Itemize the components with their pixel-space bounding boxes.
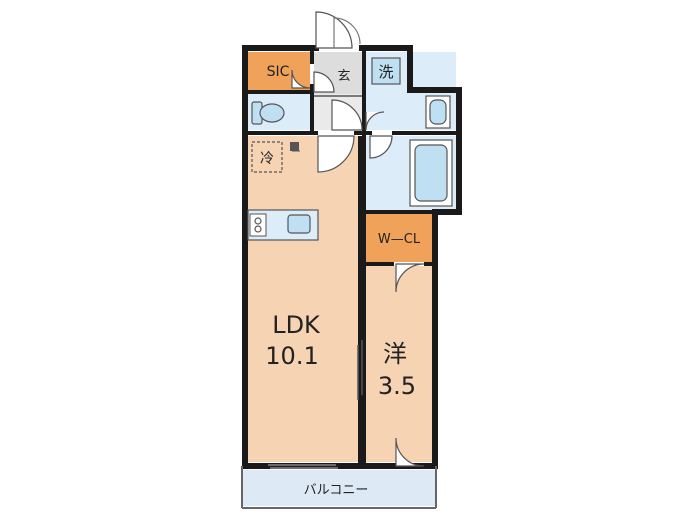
doors	[291, 11, 425, 467]
balcony-outline	[241, 466, 437, 509]
balcony-label: バルコニー	[304, 483, 369, 498]
fixtures	[247, 57, 453, 241]
labels: SIC 玄 洗 冷 LDK 10.1 W—CL 洋 3.5 バルコニー	[260, 63, 421, 498]
entrance-label: 玄	[337, 69, 350, 84]
toilet-icon	[251, 101, 285, 125]
ldk-name-label: LDK	[272, 311, 321, 339]
western-size-label: 3.5	[378, 372, 416, 400]
balcony-door	[395, 437, 425, 467]
sic-room	[248, 52, 310, 90]
ldk-door	[317, 135, 355, 173]
western-room	[366, 266, 432, 462]
washer-label: 洗	[378, 63, 393, 81]
pipe-shaft	[290, 142, 299, 151]
ldk-size-label: 10.1	[265, 342, 318, 370]
wcl-room	[366, 214, 432, 262]
bath-door	[369, 135, 393, 159]
washer-icon	[371, 57, 401, 85]
interior-walls	[245, 48, 459, 466]
sliding-doors	[268, 340, 363, 469]
fridge-label: 冷	[260, 151, 274, 167]
kitchen-counter	[247, 209, 319, 241]
wcl-label: W—CL	[378, 232, 421, 247]
vanity-icon	[425, 95, 451, 129]
toilet-door	[313, 71, 335, 93]
hall-door	[331, 99, 363, 131]
sic-label: SIC	[267, 64, 290, 80]
bathtub-icon	[409, 139, 453, 207]
washroom-door	[365, 111, 385, 131]
wcl-door	[395, 263, 425, 293]
fridge-space	[251, 141, 283, 173]
ldk-room	[248, 136, 360, 462]
balcony-area	[242, 470, 436, 506]
western-name-label: 洋	[383, 340, 407, 368]
sic-door	[291, 69, 311, 89]
